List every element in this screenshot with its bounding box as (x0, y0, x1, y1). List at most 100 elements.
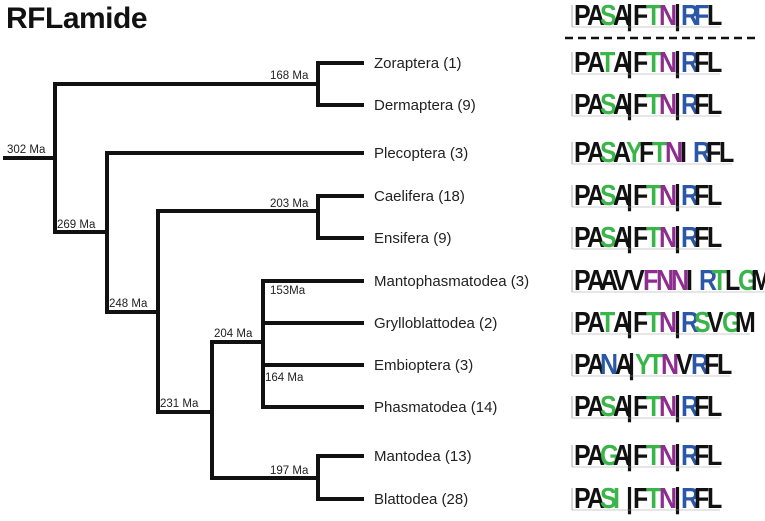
logo-residue: I (680, 136, 687, 168)
logo-residue: L (707, 0, 722, 31)
logo-residue: A (613, 46, 631, 78)
logo-residue: S (600, 482, 617, 514)
node-age-root: 302 Ma (7, 144, 46, 156)
logo-residue: P (574, 390, 591, 422)
logo-residue: F (694, 0, 709, 31)
logo-residue: N (659, 439, 677, 471)
node-age-n153: 153Ma (270, 285, 306, 297)
node-age-n204: 204 Ma (214, 328, 253, 340)
logo-residue: A (613, 306, 631, 338)
taxon-label: Grylloblattodea (2) (374, 315, 497, 332)
logo-residue: N (661, 348, 679, 380)
logo-residue: A (613, 390, 631, 422)
logo-residue: A (587, 179, 605, 211)
taxon-label: Blattodea (28) (374, 491, 468, 508)
logo-residue: P (574, 88, 591, 120)
logo-residue: P (574, 306, 591, 338)
logo-residue: P (574, 221, 591, 253)
logo-residue: A (613, 136, 631, 168)
logo-residue: N (659, 306, 677, 338)
logo-residue: T (646, 390, 662, 422)
logo-residue: F (633, 46, 648, 78)
logo-residue: T (646, 439, 662, 471)
logo-residue: R (681, 390, 699, 422)
logo-residue: F (694, 46, 709, 78)
logo-residue: N (659, 179, 677, 211)
logo-residue: V (707, 306, 724, 338)
logo-residue: | (626, 306, 633, 338)
logo-residue: | (626, 221, 633, 253)
node-age-n197: 197 Ma (270, 465, 309, 477)
logo-residue: N (656, 264, 674, 296)
logo-residue: F (633, 0, 648, 31)
logo-residue: T (648, 348, 664, 380)
logo-residue: T (646, 0, 662, 31)
logo-residue: S (600, 0, 617, 31)
logo-residue: P (574, 46, 591, 78)
logo-residue: F (633, 221, 648, 253)
logo-residue: R (691, 348, 709, 380)
logo-residue: T (646, 306, 662, 338)
logo-residue: N (665, 136, 683, 168)
logo-residue: V (676, 348, 693, 380)
logo-residue: T (600, 46, 616, 78)
logo-residue: N (600, 348, 618, 380)
logo-residue: | (674, 179, 681, 211)
taxon-label: Mantodea (13) (374, 448, 472, 465)
sequence-logo: PAAVVFNNIRTLGM (571, 264, 765, 296)
figure-title: RFLamide (6, 2, 148, 35)
logo-residue: F (633, 439, 648, 471)
logo-residue: A (615, 348, 633, 380)
node-age-n231: 231 Ma (160, 398, 199, 410)
logo-residue: N (659, 221, 677, 253)
taxon-label: Embioptera (3) (374, 357, 473, 374)
logo-residue: N (671, 264, 689, 296)
logo-residue: Y (626, 136, 643, 168)
logo-residue: | (674, 306, 681, 338)
logo-residue: P (574, 0, 591, 31)
logo-residue: V (613, 264, 630, 296)
logo-residue: V (628, 264, 645, 296)
node-age-n269: 269 Ma (57, 219, 96, 231)
logo-residue: F (706, 136, 721, 168)
taxon-label: Zoraptera (1) (374, 55, 462, 72)
logo-residue: F (633, 482, 648, 514)
logo-residue: S (600, 88, 617, 120)
logo-residue: T (646, 221, 662, 253)
logo-residue: L (707, 88, 722, 120)
taxon-label: Plecoptera (3) (374, 145, 468, 162)
logo-residue: S (600, 179, 617, 211)
logo-residue: A (613, 439, 631, 471)
logo-residue: R (681, 221, 699, 253)
logo-residue: I (613, 482, 620, 514)
logo-residue: A (587, 264, 605, 296)
logo-residue: F (633, 179, 648, 211)
node-age-n164: 164 Ma (265, 372, 304, 384)
logo-residue: A (587, 88, 605, 120)
logo-residue: N (659, 482, 677, 514)
logo-residue: R (681, 0, 699, 31)
logo-residue: A (587, 46, 605, 78)
logo-residue: P (574, 264, 591, 296)
logo-residue: | (626, 46, 633, 78)
logo-residue: A (587, 390, 605, 422)
logo-residue: T (712, 264, 728, 296)
logo-residue: T (646, 179, 662, 211)
logo-residue: R (681, 482, 699, 514)
taxon-label: Caelifera (18) (374, 188, 465, 205)
logo-residue: S (600, 390, 617, 422)
logo-residue: | (674, 46, 681, 78)
taxon-label: Ensifera (9) (374, 230, 452, 247)
logo-residue: L (719, 136, 734, 168)
logo-residue: R (681, 439, 699, 471)
logo-residue: R (681, 179, 699, 211)
logo-residue: A (587, 306, 605, 338)
logo-residue: L (707, 390, 722, 422)
logo-residue: R (699, 264, 717, 296)
